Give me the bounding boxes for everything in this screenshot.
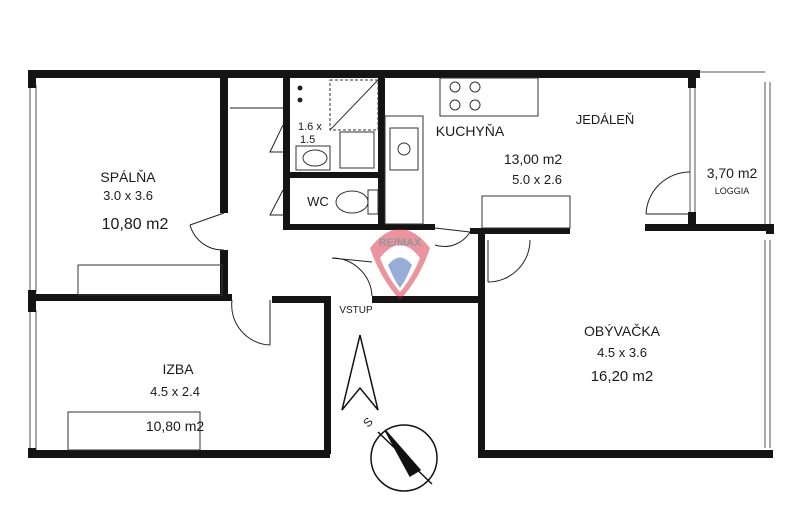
obyvacka-name: OBÝVAČKA bbox=[584, 323, 661, 339]
doors bbox=[189, 107, 691, 346]
bath-dims-2: 1.5 bbox=[300, 134, 315, 146]
izba-name: IZBA bbox=[162, 361, 194, 377]
loggia-area: 3,70 m2 bbox=[707, 165, 758, 181]
kuchyna-name: KUCHYŇA bbox=[436, 123, 505, 139]
jedalen-name: JEDÁLEŇ bbox=[576, 112, 635, 127]
loggia-name: LOGGIA bbox=[715, 186, 750, 196]
fixtures bbox=[67, 77, 571, 451]
izba-area: 10,80 m2 bbox=[146, 418, 205, 434]
remax-logo: RE/MAX bbox=[370, 229, 430, 300]
izba-dims: 4.5 x 2.4 bbox=[150, 384, 200, 399]
windows bbox=[29, 71, 771, 452]
remax-logo-text: RE/MAX bbox=[379, 237, 422, 249]
obyvacka-area: 16,20 m2 bbox=[591, 368, 654, 385]
compass-north-label: S bbox=[360, 415, 376, 431]
obyvacka-dims: 4.5 x 3.6 bbox=[597, 345, 647, 360]
shower-dots bbox=[297, 85, 303, 103]
entrance-label: VSTUP bbox=[339, 305, 373, 316]
kuchyna-dims: 5.0 x 2.6 bbox=[512, 172, 562, 187]
kuchyna-area: 13,00 m2 bbox=[504, 151, 563, 167]
bath-dims-1: 1.6 x bbox=[298, 121, 322, 133]
spalna-area: 10,80 m2 bbox=[102, 216, 169, 233]
room-labels: SPÁLŇA 3.0 x 3.6 10,80 m2 1.6 x 1.5 WC K… bbox=[100, 112, 757, 434]
walls bbox=[28, 70, 774, 458]
spalna-dims: 3.0 x 3.6 bbox=[103, 188, 153, 203]
north-arrow-icon bbox=[341, 334, 438, 492]
wc-name: WC bbox=[307, 194, 329, 209]
spalna-name: SPÁLŇA bbox=[100, 169, 156, 185]
